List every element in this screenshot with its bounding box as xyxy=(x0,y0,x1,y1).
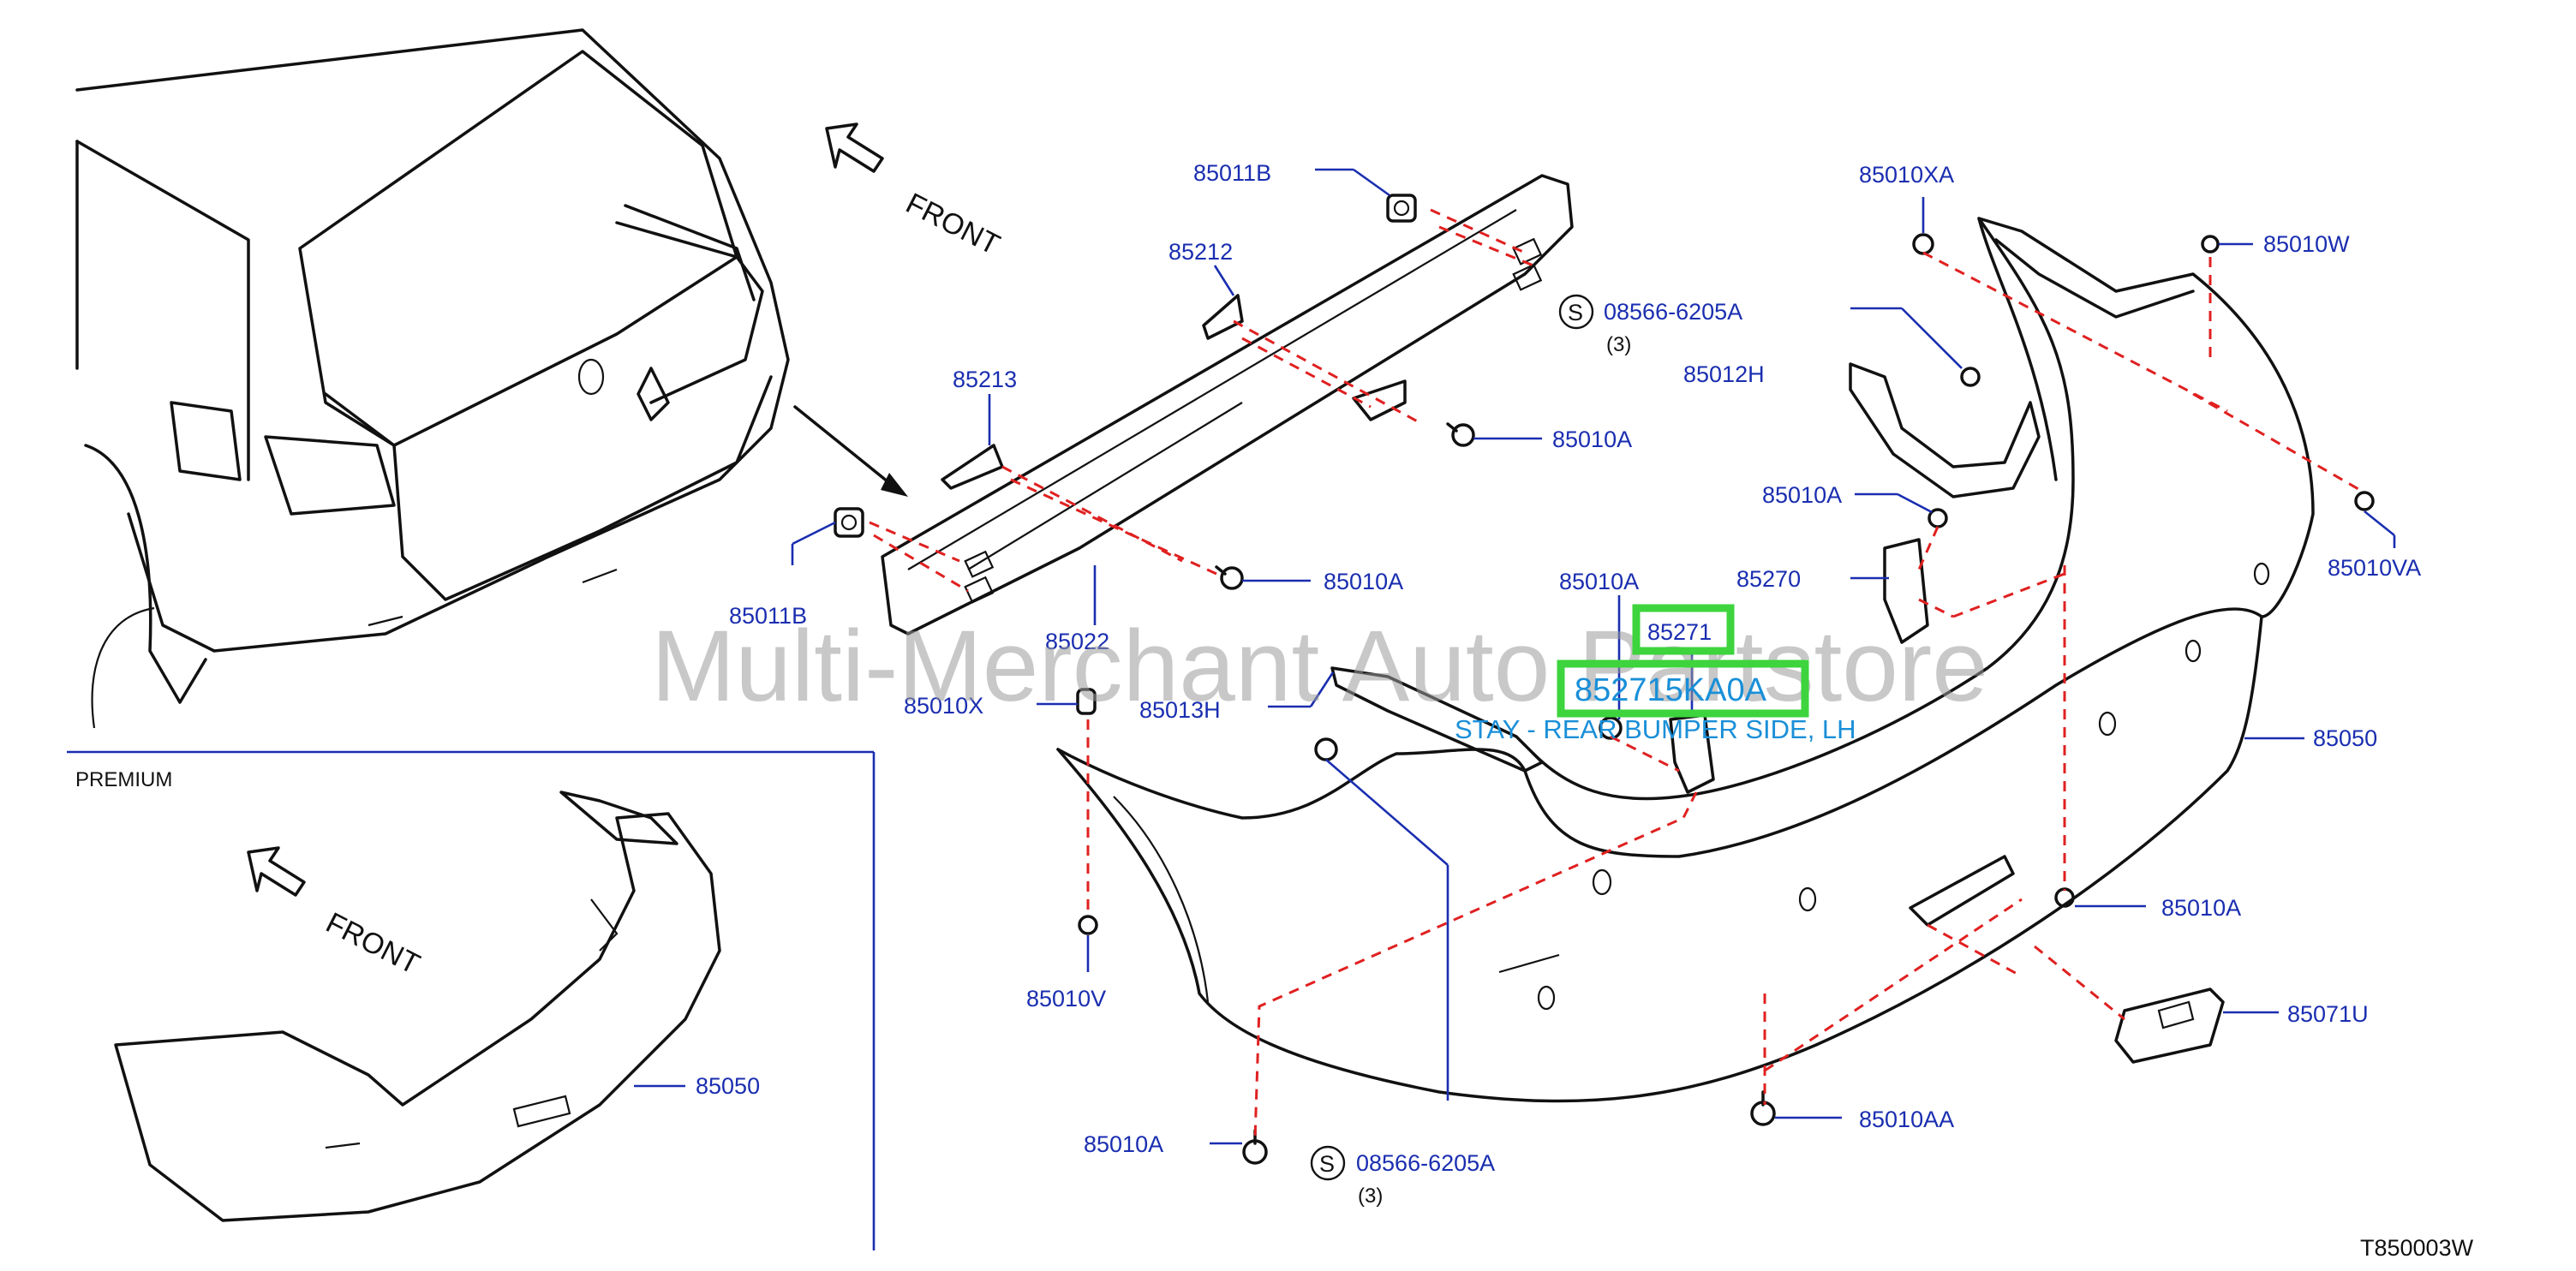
svg-text:S: S xyxy=(1319,1151,1335,1177)
callout-85013H: 85013H xyxy=(1139,697,1221,723)
front-arrow-top xyxy=(825,122,884,173)
callout-85010A-e: 85010A xyxy=(2161,895,2241,921)
bolt-85010A-a xyxy=(1446,422,1475,447)
callout-85010AA: 85010AA xyxy=(1859,1107,1954,1132)
callout-85010V: 85010V xyxy=(1026,986,1106,1011)
qty-08566-6205A-bottom: (3) xyxy=(1358,1184,1383,1208)
screw-85013H xyxy=(1314,737,1338,761)
vehicle-rear-illustration xyxy=(75,28,908,729)
callout-85010W: 85010W xyxy=(2263,231,2350,257)
bracket-85012H xyxy=(1849,362,2041,498)
nut-85011B-top xyxy=(1386,194,1417,223)
screw-85010AA xyxy=(1750,1090,1776,1126)
callout-85010A-b: 85010A xyxy=(1324,569,1403,594)
callout-85022: 85022 xyxy=(1045,629,1109,654)
highlight-box-short xyxy=(1632,604,1735,655)
bracket-85013H xyxy=(1330,666,1544,773)
callout-85213: 85213 xyxy=(953,367,1017,392)
highlight-description: STAY - REAR BUMPER SIDE, LH xyxy=(1455,714,1856,744)
clip-85010V xyxy=(1078,915,1098,935)
stay-85270 xyxy=(1883,538,1929,644)
callout-85212: 85212 xyxy=(1168,239,1233,265)
clip-85010W xyxy=(2201,235,2220,254)
callout-85270: 85270 xyxy=(1736,566,1801,592)
callout-85010VA: 85010VA xyxy=(2328,555,2421,581)
leader-lines xyxy=(791,168,2396,1145)
front-label-top: FRONT xyxy=(900,187,1005,261)
callout-08566-6205A-bottom: 08566-6205A xyxy=(1356,1150,1495,1176)
assembly-lines-beam xyxy=(869,208,1534,593)
bracket-85213 xyxy=(941,444,1004,490)
bracket-85212 xyxy=(1202,294,1244,340)
callout-85050-main: 85050 xyxy=(2313,725,2377,751)
clip-85010XA xyxy=(1912,233,1934,255)
screw-85010A-d xyxy=(1599,716,1623,740)
s-symbol-top: S xyxy=(1558,294,1594,330)
callout-85010A-c: 85010A xyxy=(1762,482,1842,508)
highlight-part-number[interactable]: 85271 xyxy=(1647,619,1712,645)
callout-85010XA: 85010XA xyxy=(1859,162,1954,188)
bracket-small xyxy=(1352,379,1407,421)
highlight-box-full xyxy=(1557,659,1809,718)
rear-bumper-85050 xyxy=(1056,217,2315,1103)
nut-85011B-left xyxy=(834,507,864,538)
reflector-85071U xyxy=(2114,988,2225,1064)
premium-label: PREMIUM xyxy=(75,768,172,791)
front-label-premium: FRONT xyxy=(320,906,425,981)
s-symbol-bottom: S xyxy=(1310,1145,1346,1181)
callout-08566-6205A-top: 08566-6205A xyxy=(1604,299,1742,325)
callout-85012H: 85012H xyxy=(1683,361,1765,387)
front-arrow-premium xyxy=(247,846,306,897)
figure-id: T850003W xyxy=(2360,1235,2474,1261)
clip-85010VA xyxy=(2354,491,2375,511)
callout-85010X: 85010X xyxy=(904,693,983,719)
screw-85010A-f xyxy=(1242,1129,1268,1165)
assembly-lines-bumper xyxy=(1086,251,2365,1140)
callout-85050-premium: 85050 xyxy=(696,1073,760,1099)
qty-08566-6205A-top: (3) xyxy=(1606,333,1631,356)
clip-85010X xyxy=(1076,688,1097,715)
callout-85010A-a: 85010A xyxy=(1552,427,1632,452)
callout-85071U: 85071U xyxy=(2287,1001,2369,1027)
callout-85011B-top: 85011B xyxy=(1193,160,1271,186)
premium-bumper-illustration xyxy=(114,791,721,1222)
callout-85010A-d: 85010A xyxy=(1559,569,1639,594)
bolt-85010A-b xyxy=(1215,565,1244,590)
svg-text:S: S xyxy=(1568,300,1583,325)
highlight-full-part-number[interactable]: 852715KA0A xyxy=(1575,672,1767,708)
callout-85010A-f: 85010A xyxy=(1084,1131,1163,1157)
callout-85011B-left: 85011B xyxy=(729,603,807,629)
screw-85012H xyxy=(1960,367,1981,387)
premium-divider xyxy=(67,750,876,1250)
reinforcement-85022 xyxy=(881,174,1574,636)
